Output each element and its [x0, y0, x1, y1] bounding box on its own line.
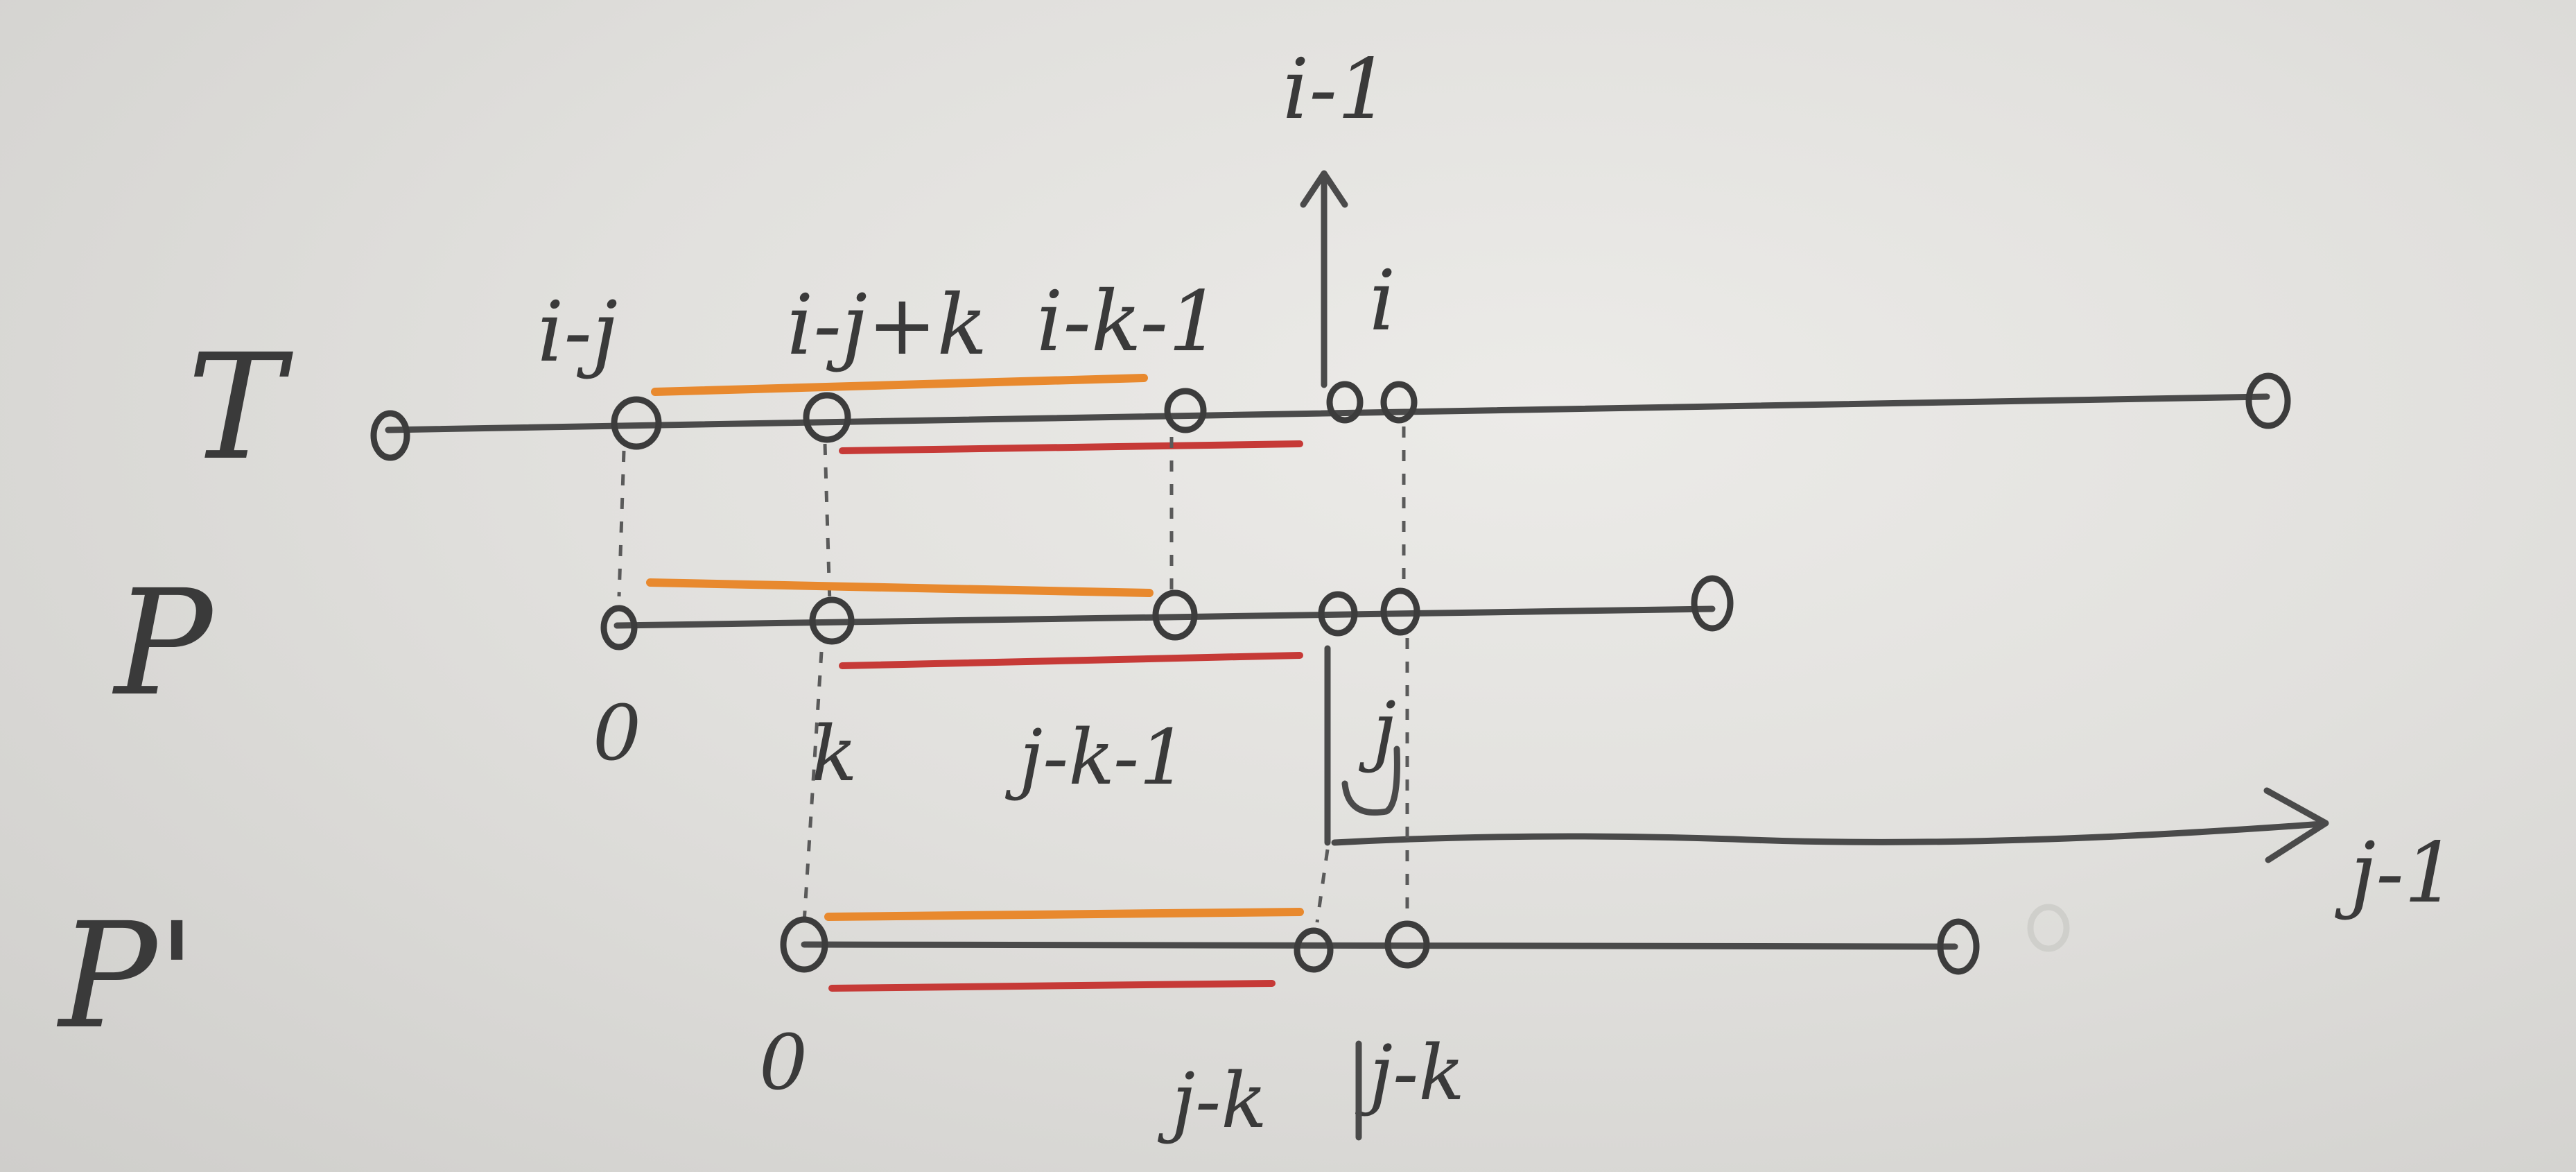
row-label-t: T	[187, 322, 293, 492]
p-prime-label-j-k: j-k	[1157, 1056, 1267, 1145]
up-arrow-label: i-1	[1282, 42, 1390, 138]
t-label-i-k-1: i-k-1	[1036, 274, 1221, 370]
p-orange-segment	[646, 578, 1154, 597]
p-prime-orange-segment	[824, 908, 1304, 921]
up-arrow	[1300, 170, 1348, 388]
p-red-segment	[839, 652, 1303, 669]
t-node-i-j	[611, 396, 662, 450]
row-label-p: P	[112, 558, 215, 728]
p-node-k	[809, 596, 855, 645]
p-node-0	[600, 605, 638, 650]
p-prime-label-0: 0	[759, 1018, 808, 1107]
right-arrow	[1331, 787, 2329, 863]
p-prime-node-j-k	[1294, 927, 1334, 973]
p-node-j	[1380, 587, 1420, 636]
p-nodes	[600, 575, 1734, 650]
p-prime-node-j-k-2	[1384, 920, 1430, 969]
row-label-p-prime: P'	[56, 891, 197, 1061]
t-node-i	[1380, 381, 1418, 424]
p-label-0: 0	[593, 689, 641, 777]
t-node-i-minus-1	[1326, 381, 1364, 424]
p-label-j: j	[1358, 685, 1396, 774]
dashed-guides-t-to-p	[617, 426, 1406, 604]
p-node-j-k-1	[1152, 589, 1198, 641]
shift-bracket	[1324, 645, 1400, 846]
t-node-end	[2245, 372, 2291, 429]
p-label-k: k	[811, 709, 858, 798]
t-node-i-k-1	[1164, 388, 1207, 433]
t-node-start	[370, 410, 410, 461]
p-prime-faint-node	[2027, 904, 2070, 952]
p-node-end	[1691, 575, 1734, 632]
p-prime-red-segment	[828, 980, 1276, 992]
t-nodes	[370, 372, 2291, 461]
p-prime-node-end	[1937, 918, 1980, 975]
p-prime-nodes	[780, 904, 2070, 975]
t-node-i-j-k	[803, 392, 851, 443]
p-label-j-k-1: j-k-1	[1004, 713, 1187, 802]
p-node-j-minus-1	[1318, 591, 1358, 637]
p-prime-node-0	[780, 916, 828, 973]
p-prime-label-j-k-2: j-k	[1355, 1028, 1465, 1117]
t-red-segment	[839, 440, 1303, 454]
t-orange-segment	[651, 374, 1148, 396]
t-label-i-j-k: i-j+k	[787, 277, 987, 374]
t-label-i: i	[1369, 253, 1395, 350]
t-string-line	[385, 393, 2270, 433]
t-label-i-j: i-j	[537, 284, 618, 381]
right-arrow-label: j-1	[2335, 825, 2457, 922]
p-prime-string-line	[801, 941, 1958, 950]
p-string-line	[613, 605, 1716, 629]
